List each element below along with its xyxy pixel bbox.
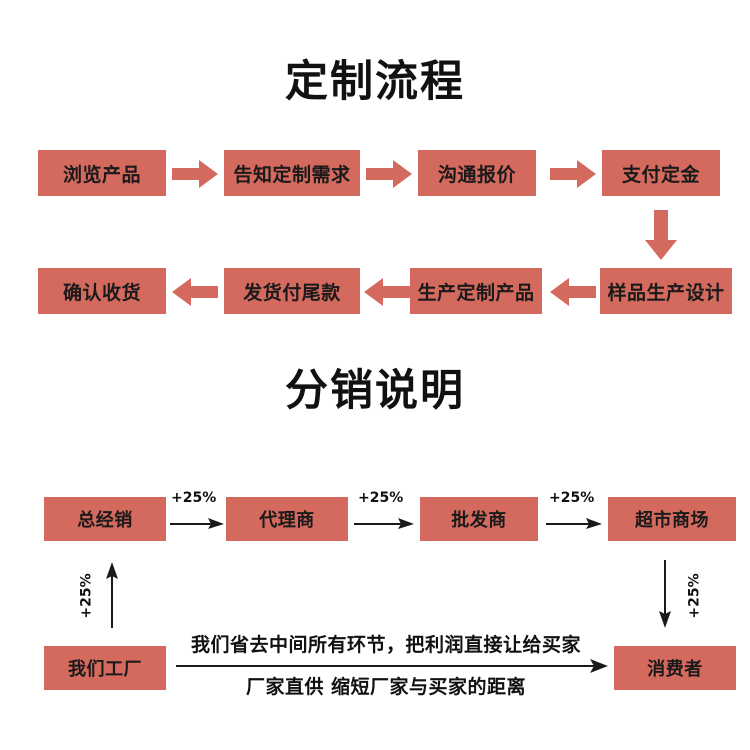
markup-label-3: +25%	[549, 490, 595, 506]
arrow-left-block-icon	[172, 278, 218, 306]
arrow-left-block-icon	[550, 278, 596, 306]
slogan-line-1: 我们省去中间所有环节，把利润直接让给买家	[190, 634, 581, 656]
process-step-box-3[interactable]: 沟通报价	[418, 150, 536, 196]
slogan-line-2: 厂家直供 缩短厂家与买家的距离	[245, 676, 527, 698]
arrow-right-block-icon	[172, 160, 218, 188]
arrow-right-thin-icon	[546, 516, 602, 530]
arrow-up-thin-icon	[105, 562, 119, 628]
arrow-right-thin-icon	[354, 516, 414, 530]
arrow-right-block-icon	[550, 160, 596, 188]
process-step-box-2[interactable]: 告知定制需求	[224, 150, 360, 196]
process-step-box-4[interactable]: 支付定金	[602, 150, 720, 196]
arrow-down-block-icon	[645, 210, 677, 260]
arrow-left-block-icon	[364, 278, 410, 306]
page-title-process: 定制流程	[285, 57, 465, 107]
arrow-right-thin-long-icon	[176, 658, 608, 678]
process-step-box-8[interactable]: 确认收货	[38, 268, 166, 314]
process-step-box-6[interactable]: 生产定制产品	[410, 268, 542, 314]
process-step-box-7[interactable]: 发货付尾款	[224, 268, 360, 314]
distribution-node-4[interactable]: 超市商场	[608, 497, 736, 541]
arrow-right-thin-icon	[170, 516, 224, 530]
arrow-down-thin-icon	[658, 560, 672, 628]
markup-label-left: +25%	[78, 573, 95, 619]
arrow-right-block-icon	[366, 160, 412, 188]
markup-label-1: +25%	[171, 490, 217, 506]
distribution-node-3[interactable]: 批发商	[420, 497, 538, 541]
distribution-node-factory[interactable]: 我们工厂	[44, 646, 166, 690]
distribution-node-2[interactable]: 代理商	[226, 497, 348, 541]
markup-label-right: +25%	[686, 573, 703, 619]
page-title-distribution: 分销说明	[285, 366, 465, 416]
process-step-box-5[interactable]: 样品生产设计	[600, 268, 732, 314]
process-step-box-1[interactable]: 浏览产品	[38, 150, 166, 196]
distribution-node-1[interactable]: 总经销	[44, 497, 166, 541]
distribution-node-consumer[interactable]: 消费者	[614, 646, 736, 690]
markup-label-2: +25%	[358, 490, 404, 506]
